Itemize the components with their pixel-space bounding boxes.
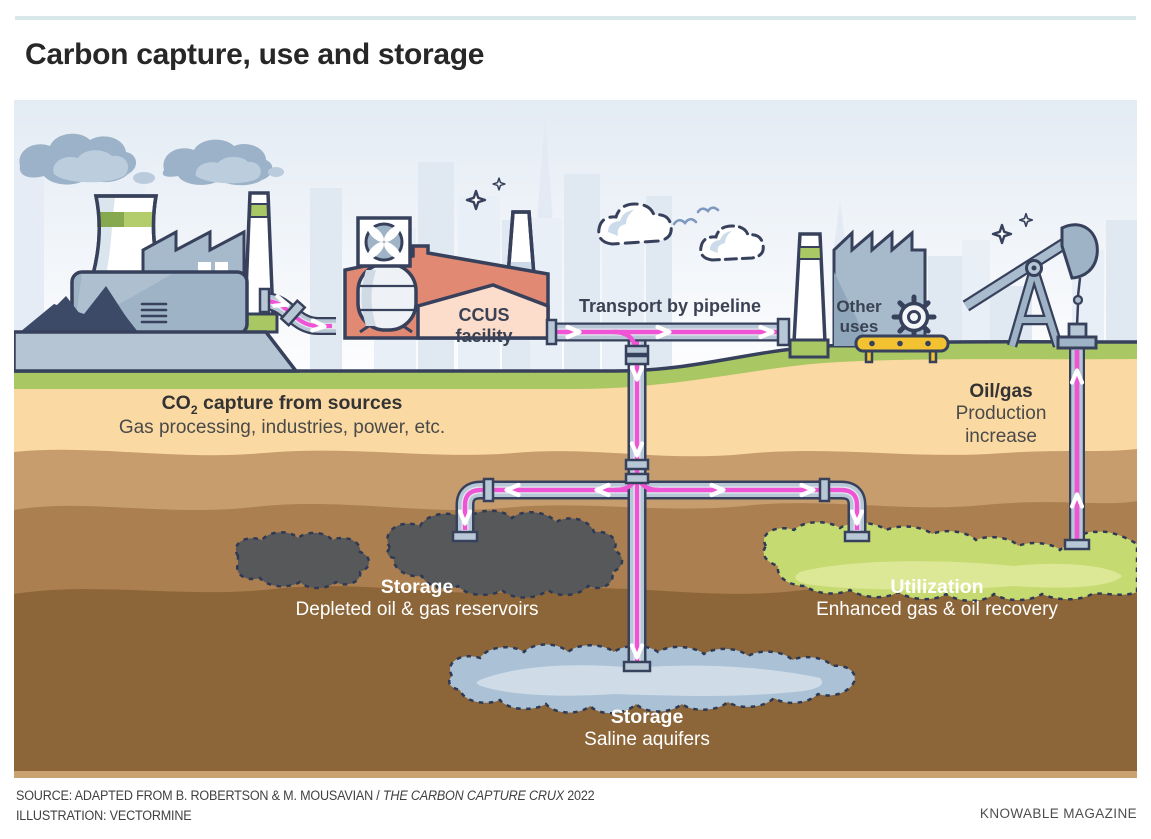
label-co2-capture: CO2 capture from sources Gas processing,… <box>118 392 446 439</box>
coal-pile <box>20 286 138 332</box>
ccus-illustration: Transport by pipeline CCUS facility Othe… <box>14 100 1137 778</box>
plant-platform <box>14 330 300 373</box>
facility-front <box>416 283 550 340</box>
depleted-reservoir-blob <box>234 509 624 599</box>
cloud-icon <box>597 202 765 262</box>
accent-rule <box>15 16 1136 20</box>
smoke-plumes <box>19 133 284 186</box>
label-ccus-facility: CCUS facility <box>455 305 513 347</box>
smokestack <box>239 191 279 334</box>
ccus-facility-building <box>343 177 550 340</box>
illustration-credit: ILLUSTRATION: VECTORMINE <box>16 808 192 823</box>
fan-unit <box>356 216 412 268</box>
main-injection-pipe <box>614 338 660 673</box>
power-plant <box>14 191 300 373</box>
label-storage-saline: Storage Saline aquifers <box>584 706 710 750</box>
label-other-uses: Other uses <box>836 297 882 337</box>
saline-aquifer-blob <box>448 643 857 715</box>
capture-pipe <box>258 287 336 335</box>
underground-pipeline-left <box>451 477 634 543</box>
illustration-canvas <box>14 100 1137 778</box>
oil-pump-jack <box>962 212 1099 350</box>
underground-pipeline-right <box>640 477 871 543</box>
yellow-pipeline <box>854 334 950 364</box>
wellhead <box>1056 322 1098 350</box>
label-oil-gas: Oil/gas Production increase <box>955 381 1047 447</box>
production-well-pipe <box>1063 346 1091 551</box>
page-title: Carbon capture, use and storage <box>25 38 485 71</box>
label-transport-by-pipeline: Transport by pipeline <box>578 296 762 316</box>
bird-icon <box>672 206 720 226</box>
gear-icon <box>891 294 937 340</box>
label-utilization: Utilization Enhanced gas & oil recovery <box>816 576 1058 620</box>
other-uses-plant <box>788 229 950 364</box>
source-line: SOURCE: ADAPTED FROM B. ROBERTSON & M. M… <box>16 788 595 803</box>
right-smokestack <box>788 232 830 359</box>
magazine-name: KNOWABLE MAGAZINE <box>979 806 1137 821</box>
source-credit: SOURCE: ADAPTED FROM B. ROBERTSON & M. M… <box>16 786 595 826</box>
label-storage-reservoirs: Storage Depleted oil & gas reservoirs <box>295 576 539 620</box>
